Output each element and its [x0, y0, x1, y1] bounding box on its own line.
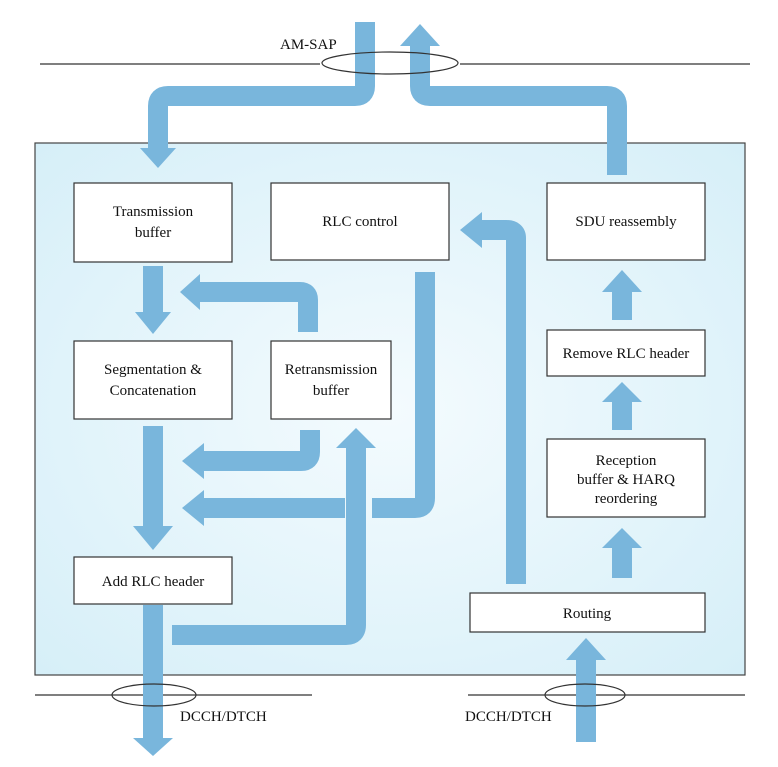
- routing-label: Routing: [563, 606, 612, 622]
- retransmission-buffer-block: Retransmission buffer: [270, 340, 392, 420]
- routing-block: Routing: [469, 592, 706, 633]
- svg-text:Routing: Routing: [563, 606, 612, 622]
- add-header-to-retransmission-arrowhead: [336, 428, 376, 448]
- channel-to-routing-arrowhead: [566, 638, 606, 660]
- transmission-buffer-block: Transmission buffer: [73, 182, 233, 263]
- reassembly-to-sap-arrow: [410, 46, 627, 175]
- lower-left-channel-label: DCCH/DTCH: [180, 709, 267, 725]
- remove-rlc-header-block: Remove RLC header: [546, 329, 706, 377]
- retransmission-output-arrowhead: [182, 443, 204, 479]
- svg-text:Segmentation &Concatenation: Segmentation & Concatenation: [104, 362, 202, 399]
- lower-right-channel-label: DCCH/DTCH: [465, 709, 552, 725]
- reception-line-1: Reception: [596, 453, 657, 469]
- retransmission-line-1: Retransmission: [285, 362, 378, 378]
- lower-left-sap-ellipse: [111, 683, 197, 707]
- lower-right-sap-ellipse: [544, 683, 626, 707]
- remove-rlc-header-label: Remove RLC header: [563, 346, 690, 362]
- am-sap-label: AM-SAP: [280, 37, 337, 53]
- rlc-control-output-arrow: [372, 272, 435, 518]
- sdu-reassembly-label: SDU reassembly: [575, 214, 677, 230]
- segmentation-to-add-header-arrowhead: [133, 526, 173, 550]
- add-rlc-header-label: Add RLC header: [102, 574, 204, 590]
- transmission-buffer-line-2: buffer: [135, 225, 171, 241]
- routing-to-reception-arrowhead: [602, 528, 642, 548]
- add-header-to-channel-arrowhead: [133, 738, 173, 756]
- rlc-control-block: RLC control: [270, 182, 450, 261]
- retransmission-line-2: buffer: [313, 383, 349, 399]
- routing-to-rlc-control-arrow: [482, 220, 526, 584]
- segmentation-line-1: Segmentation &: [104, 362, 202, 378]
- sdu-reassembly-block: SDU reassembly: [546, 182, 706, 261]
- sap-to-transmission-arrow: [148, 22, 375, 148]
- segmentation-block: Segmentation & Concatenation: [73, 340, 233, 420]
- retransmission-to-segmentation-arrow: [200, 282, 318, 332]
- transmission-buffer-line-1: Transmission: [113, 204, 194, 220]
- routing-to-rlc-control-arrowhead: [460, 212, 482, 248]
- reassembly-to-sap-arrowhead: [400, 24, 440, 46]
- add-header-to-retransmission-arrow: [172, 448, 366, 645]
- svg-text:SDU reassembly: SDU reassembly: [575, 214, 677, 230]
- reception-line-3: reordering: [595, 491, 658, 507]
- reception-to-remove-header-arrowhead: [602, 382, 642, 402]
- svg-text:RLC control: RLC control: [322, 214, 397, 230]
- am-sap-ellipse: [321, 51, 459, 75]
- rlc-control-label: RLC control: [322, 214, 397, 230]
- retransmission-to-segmentation-arrowhead: [180, 274, 200, 310]
- sap-to-transmission-arrowhead: [140, 148, 176, 168]
- add-rlc-header-block: Add RLC header: [73, 556, 233, 605]
- segmentation-line-2: Concatenation: [110, 383, 197, 399]
- remove-header-to-reassembly-arrowhead: [602, 270, 642, 292]
- retransmission-output-arrow: [204, 430, 320, 471]
- svg-text:Add RLC header: Add RLC header: [102, 574, 204, 590]
- reception-buffer-block: Reception buffer & HARQ reordering: [546, 438, 706, 518]
- reception-line-2: buffer & HARQ: [577, 472, 675, 488]
- transmission-to-segmentation-arrowhead: [135, 312, 171, 334]
- rlc-control-output-arrowhead: [182, 490, 204, 526]
- svg-text:Remove RLC header: Remove RLC header: [563, 346, 690, 362]
